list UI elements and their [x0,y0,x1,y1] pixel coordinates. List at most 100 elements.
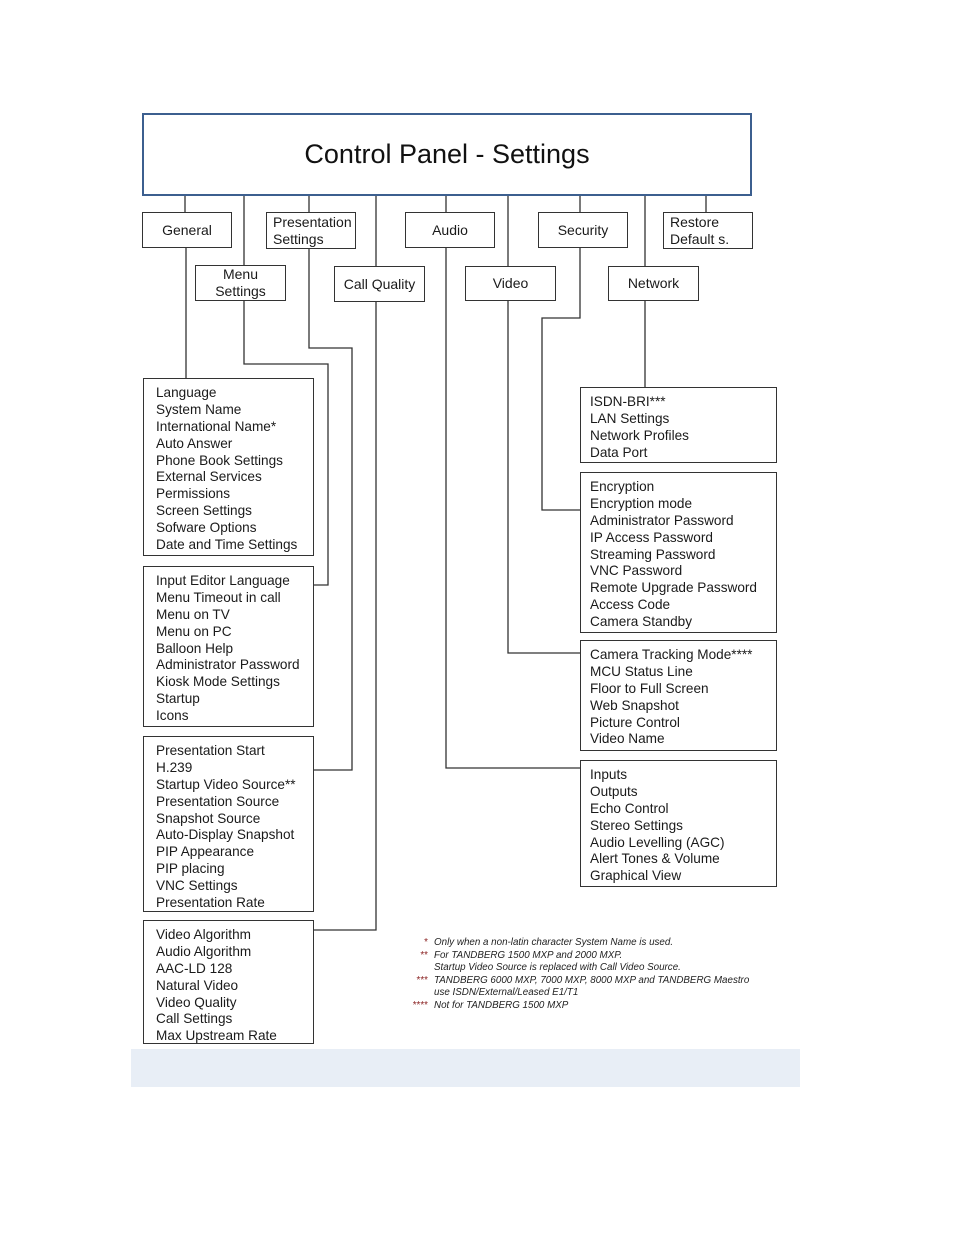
list-item: Startup [156,691,200,707]
list-item: Streaming Password [590,546,716,562]
list-item: Presentation Rate [156,895,265,911]
list-item: Presentation Start [156,743,265,758]
list-item: VNC Password [590,563,683,579]
category-security: Security [538,212,628,248]
list-item: PIP Appearance [156,844,255,860]
video-settings-list: Camera Tracking Mode**** MCU Status Line… [580,640,777,751]
list-item: Video Algorithm [156,927,251,942]
list-item: IP Access Password [590,529,713,545]
category-audio: Audio [405,212,495,248]
list-item: Natural Video [156,977,239,993]
list-item: External Services [156,469,262,485]
footnote-text: TANDBERG 6000 MXP, 7000 MXP, 8000 MXP an… [434,974,750,986]
list-item: Auto-Display Snapshot [156,827,295,843]
presentation-settings-list: Presentation Start H.239 Startup Video S… [143,736,314,912]
list-item: Screen Settings [156,503,252,519]
list-item: Kiosk Mode Settings [156,674,280,690]
menu-settings-list: Input Editor Language Menu Timeout in ca… [143,566,314,727]
list-item: Network Profiles [590,427,689,443]
list-item: Echo Control [590,800,669,816]
footnote-row: Startup Video Source is replaced with Ca… [400,962,780,975]
footnote-row: *** TANDBERG 6000 MXP, 7000 MXP, 8000 MX… [400,975,780,988]
list-item: Snapshot Source [156,810,261,826]
footnote-mark: * [424,937,428,948]
list-item: Icons [156,708,189,724]
network-settings-list: ISDN-BRI*** LAN Settings Network Profile… [580,387,777,463]
list-item: Date and Time Settings [156,537,298,553]
footnote-text: Not for TANDBERG 1500 MXP [434,999,569,1011]
list-item: Encryption mode [590,495,693,511]
list-item: Input Editor Language [156,573,290,588]
list-item: Menu on PC [156,623,232,639]
list-item: Menu on TV [156,606,230,622]
list-item: Picture Control [590,714,680,730]
category-menu-settings: Menu Settings [195,265,286,301]
list-item: Administrator Password [590,512,734,528]
list-item: Sofware Options [156,520,257,536]
list-item: System Name [156,401,242,417]
general-settings-list: Language System Name International Name*… [143,378,314,556]
footnote-mark [400,987,434,1000]
list-item: LAN Settings [590,410,670,426]
list-item: Phone Book Settings [156,452,283,468]
list-item: Data Port [590,444,648,460]
list-item: AAC-LD 128 [156,960,233,976]
footnote-row: * Only when a non-latin character System… [400,937,780,950]
list-item: Auto Answer [156,435,233,451]
list-item: Audio Levelling (AGC) [590,834,725,850]
footer-band [131,1049,800,1087]
category-video: Video [465,266,556,301]
list-item: Web Snapshot [590,697,679,713]
list-item: Menu Timeout in call [156,589,281,605]
security-settings-list: Encryption Encryption mode Administrator… [580,472,777,633]
list-item: Encryption [590,479,655,494]
list-item: Video Quality [156,994,237,1010]
list-item: Outputs [590,783,638,799]
list-item: Balloon Help [156,640,234,656]
category-general: General [142,212,232,248]
footnote-mark: **** [412,999,428,1011]
list-item: Permissions [156,486,231,502]
footnote-mark: *** [416,974,428,986]
list-item: PIP placing [156,861,225,877]
category-restore-defaults: Restore Default s. [663,212,753,249]
category-network: Network [608,266,699,301]
footnote-row: use ISDN/External/Leased E1/T1 [400,987,780,1000]
list-item: Administrator Password [156,657,300,673]
list-item: Inputs [590,767,628,782]
list-item: International Name* [156,418,277,434]
category-call-quality: Call Quality [334,266,425,302]
footnote-mark: ** [420,949,428,961]
call-quality-list: Video Algorithm Audio Algorithm AAC-LD 1… [143,920,314,1044]
footnote-row: ** For TANDBERG 1500 MXP and 2000 MXP. [400,950,780,963]
list-item: Floor to Full Screen [590,680,709,696]
list-item: H.239 [156,759,193,775]
footnote-row: **** Not for TANDBERG 1500 MXP [400,1000,780,1013]
audio-settings-list: Inputs Outputs Echo Control Stereo Setti… [580,760,777,887]
footnotes: * Only when a non-latin character System… [400,937,780,1013]
footnote-text: Only when a non-latin character System N… [434,937,674,948]
list-item: Max Upstream Rate [156,1028,277,1044]
list-item: Language [156,385,217,400]
list-item: Audio Algorithm [156,943,252,959]
list-item: ISDN-BRI*** [590,394,666,409]
diagram-title: Control Panel - Settings [142,113,752,196]
list-item: Video Name [590,731,665,747]
list-item: Alert Tones & Volume [590,851,720,867]
footnote-text: For TANDBERG 1500 MXP and 2000 MXP. [434,949,623,961]
footnote-text: use ISDN/External/Leased E1/T1 [434,987,579,999]
footnote-mark [400,962,434,975]
footnote-text: Startup Video Source is replaced with Ca… [434,962,681,974]
list-item: Graphical View [590,868,682,884]
list-item: Access Code [590,597,671,613]
category-presentation-settings: Presentation Settings [266,212,356,249]
list-item: Presentation Source [156,793,280,809]
list-item: MCU Status Line [590,663,693,679]
list-item: Call Settings [156,1011,233,1027]
list-item: VNC Settings [156,878,238,894]
list-item: Camera Tracking Mode**** [590,647,753,662]
list-item: Startup Video Source** [156,776,296,792]
list-item: Camera Standby [590,614,693,630]
